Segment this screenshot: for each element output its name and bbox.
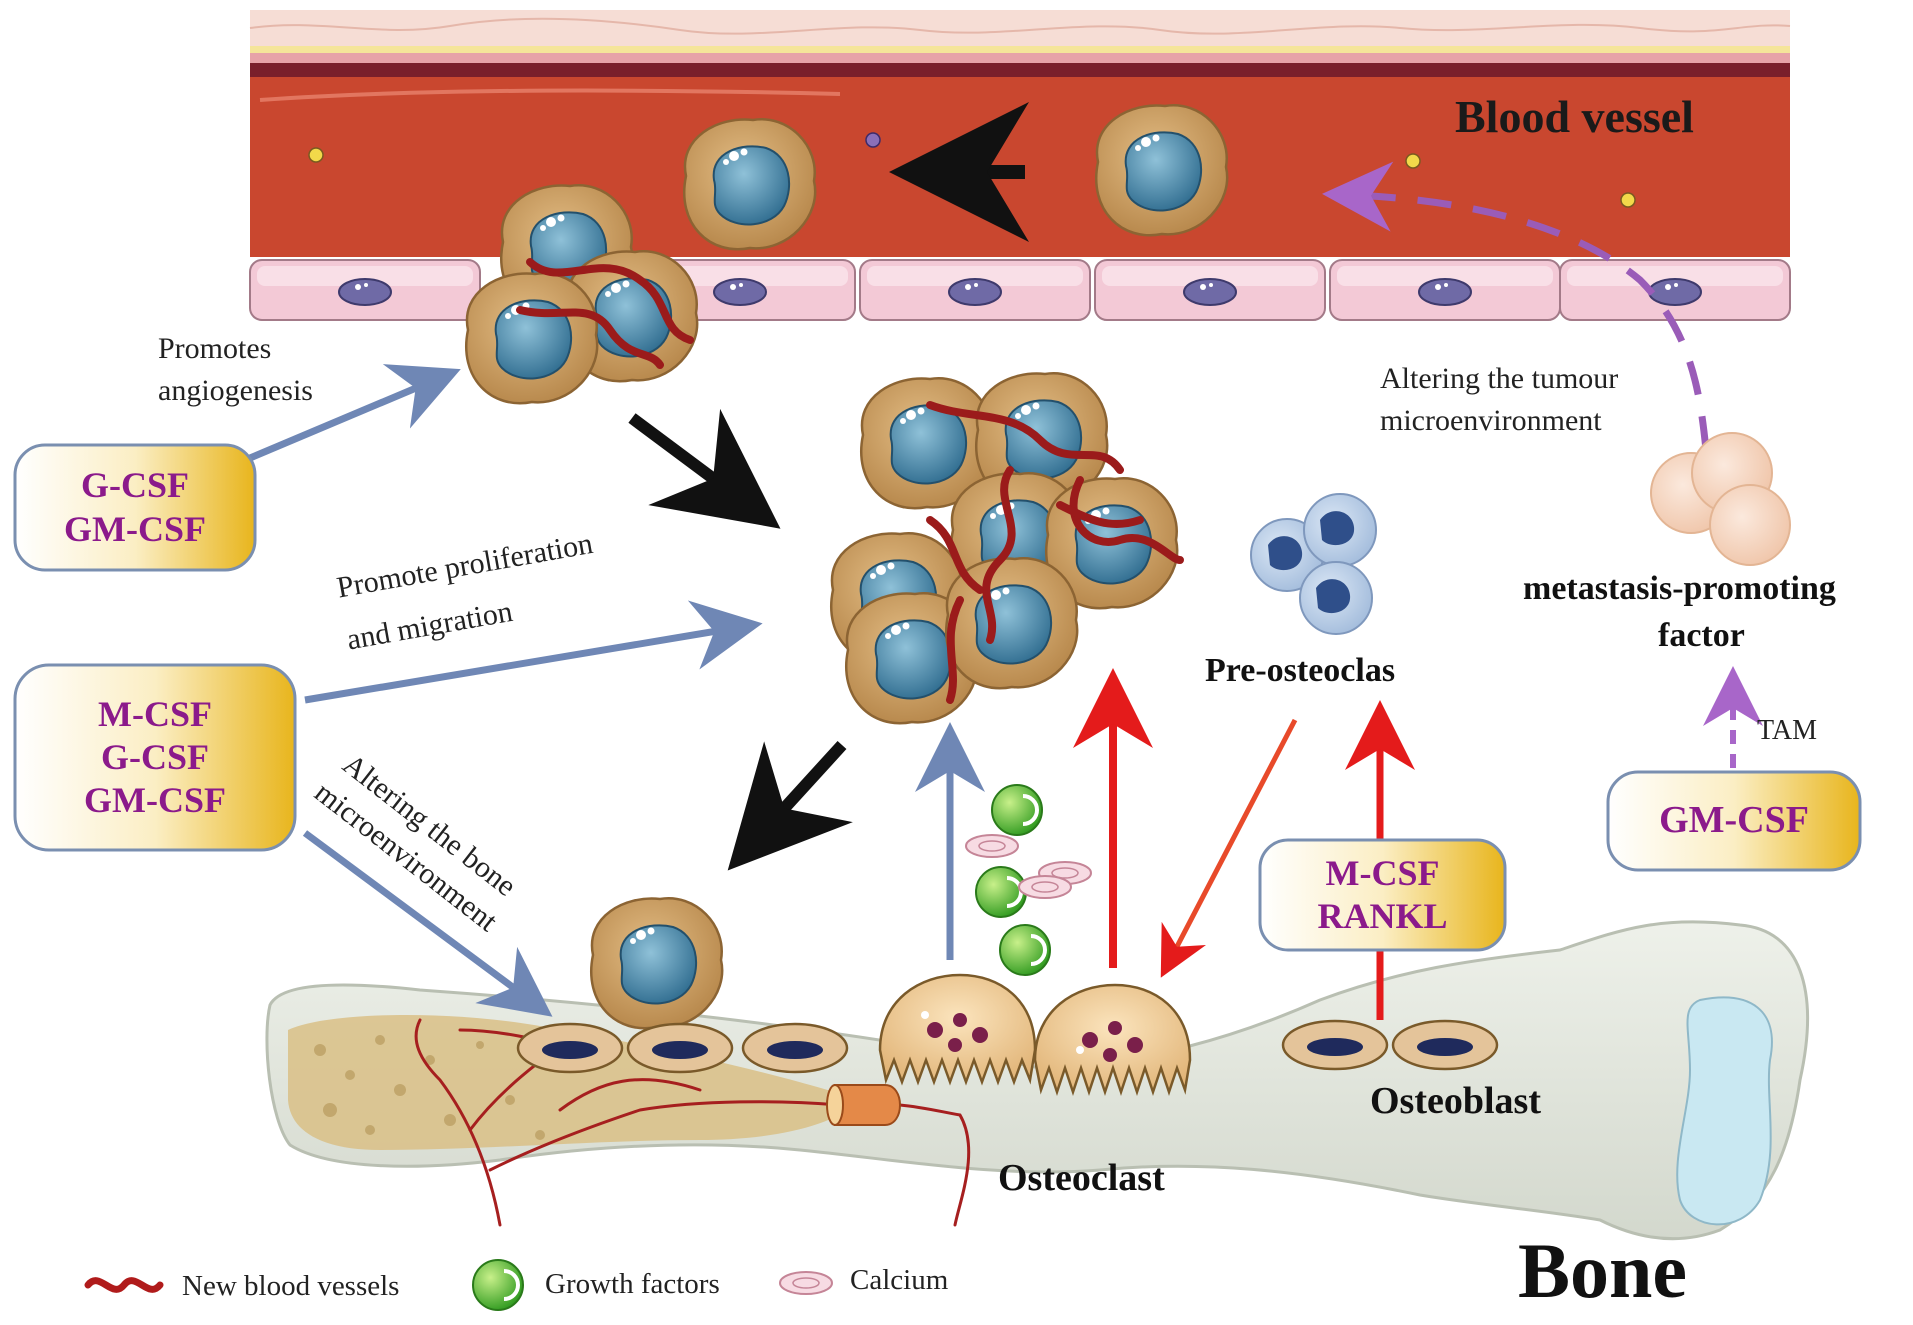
- arrow-preosteoclast-to-osteoclast: [1160, 718, 1298, 978]
- bone-title: Bone: [1518, 1227, 1688, 1314]
- tam-dashed-arrow: [1322, 161, 1710, 451]
- box-gm-csf-tam-text: GM-CSF: [1608, 772, 1860, 870]
- box-rankl-line-2: RANKL: [1317, 896, 1448, 936]
- growth-factor: [974, 865, 1028, 919]
- growth-factor: [998, 923, 1052, 977]
- legend-growth-factor-icon: [471, 1258, 525, 1312]
- box-gm-csf-tam-line-1: GM-CSF: [1659, 799, 1809, 842]
- arrow-cluster-to-mass: [628, 408, 781, 529]
- tumour-cell: [682, 118, 817, 251]
- label-osteoclast: Osteoclast: [998, 1157, 1165, 1199]
- blood-vessel: [249, 10, 1791, 451]
- label-promotes: Promotes: [158, 332, 272, 365]
- endothelial-cell: [859, 259, 1091, 321]
- growth-factor: [990, 783, 1044, 837]
- calcium-particle: [1018, 875, 1072, 899]
- label-altering-tumour: Altering the tumour: [1380, 362, 1619, 395]
- osteoblast-cell: [1391, 1019, 1499, 1071]
- box-rankl: [1258, 838, 1507, 952]
- arrow-bone-microenv: [302, 830, 553, 1017]
- osteoblast-cell: [741, 1022, 849, 1074]
- box-m-csf-line-1: M-CSF: [98, 693, 212, 734]
- endothelial-cell: [1559, 259, 1791, 321]
- legend-new-vessel-icon: [84, 1277, 164, 1293]
- osteoblast-cell: [516, 1022, 624, 1074]
- label-factor: factor: [1658, 617, 1745, 654]
- box-gm-csf-tam: [1606, 770, 1862, 872]
- box-m-csf-line-2: G-CSF: [101, 736, 209, 777]
- arrow-mass-to-bone: [727, 740, 853, 871]
- box-g-csf-text: G-CSF GM-CSF: [15, 445, 255, 570]
- label-osteoblast: Osteoblast: [1370, 1080, 1541, 1122]
- osteoblast-cell: [1281, 1019, 1389, 1071]
- pre-osteoclast-cells: [1250, 493, 1377, 635]
- osteoblast-cell: [626, 1022, 734, 1074]
- tam-cells: [1650, 432, 1791, 566]
- box-rankl-line-1: M-CSF: [1325, 852, 1440, 893]
- osteoclast-cell: [878, 973, 1037, 1086]
- label-pre-osteoclast: Pre-osteoclas: [1205, 652, 1396, 689]
- tumour-cluster-vessel: [464, 184, 699, 405]
- label-angiogenesis: angiogenesis: [158, 374, 313, 407]
- box-rankl-text: M-CSF RANKL: [1260, 840, 1505, 950]
- label-metastasis-promoting: metastasis-promoting: [1523, 570, 1836, 607]
- osteoclast-cell: [1033, 983, 1192, 1096]
- label-tumour-microenvironment: microenvironment: [1380, 404, 1602, 437]
- blood-vessel-title: Blood vessel: [1455, 91, 1694, 142]
- arrow-g-csf-angiogenesis: [248, 364, 461, 462]
- endothelial-cell: [1094, 259, 1326, 321]
- box-m-csf-line-3: GM-CSF: [84, 780, 226, 821]
- endothelial-cell: [249, 259, 481, 321]
- legend-new-vessels-label: New blood vessels: [182, 1270, 400, 1302]
- tumour-mass: [829, 372, 1184, 725]
- box-g-csf-line-2: GM-CSF: [64, 508, 206, 549]
- arrow-proliferation: [304, 600, 763, 704]
- label-tam: TAM: [1757, 715, 1817, 746]
- bone: [265, 920, 1809, 1241]
- box-g-csf: [13, 443, 257, 572]
- tumour-cell-bone: [589, 897, 724, 1030]
- legend-calcium-label: Calcium: [850, 1264, 949, 1296]
- endothelial-cell: [1329, 259, 1561, 321]
- calcium-particle: [965, 834, 1019, 858]
- tumour-cell: [1094, 104, 1229, 237]
- box-g-csf-line-1: G-CSF: [81, 465, 189, 506]
- box-m-csf-text: M-CSF G-CSF GM-CSF: [15, 665, 295, 850]
- legend-growth-factors-label: Growth factors: [545, 1268, 720, 1300]
- box-m-csf: [13, 663, 297, 852]
- legend-calcium-icon: [779, 1271, 833, 1295]
- arrows: [248, 364, 1763, 1020]
